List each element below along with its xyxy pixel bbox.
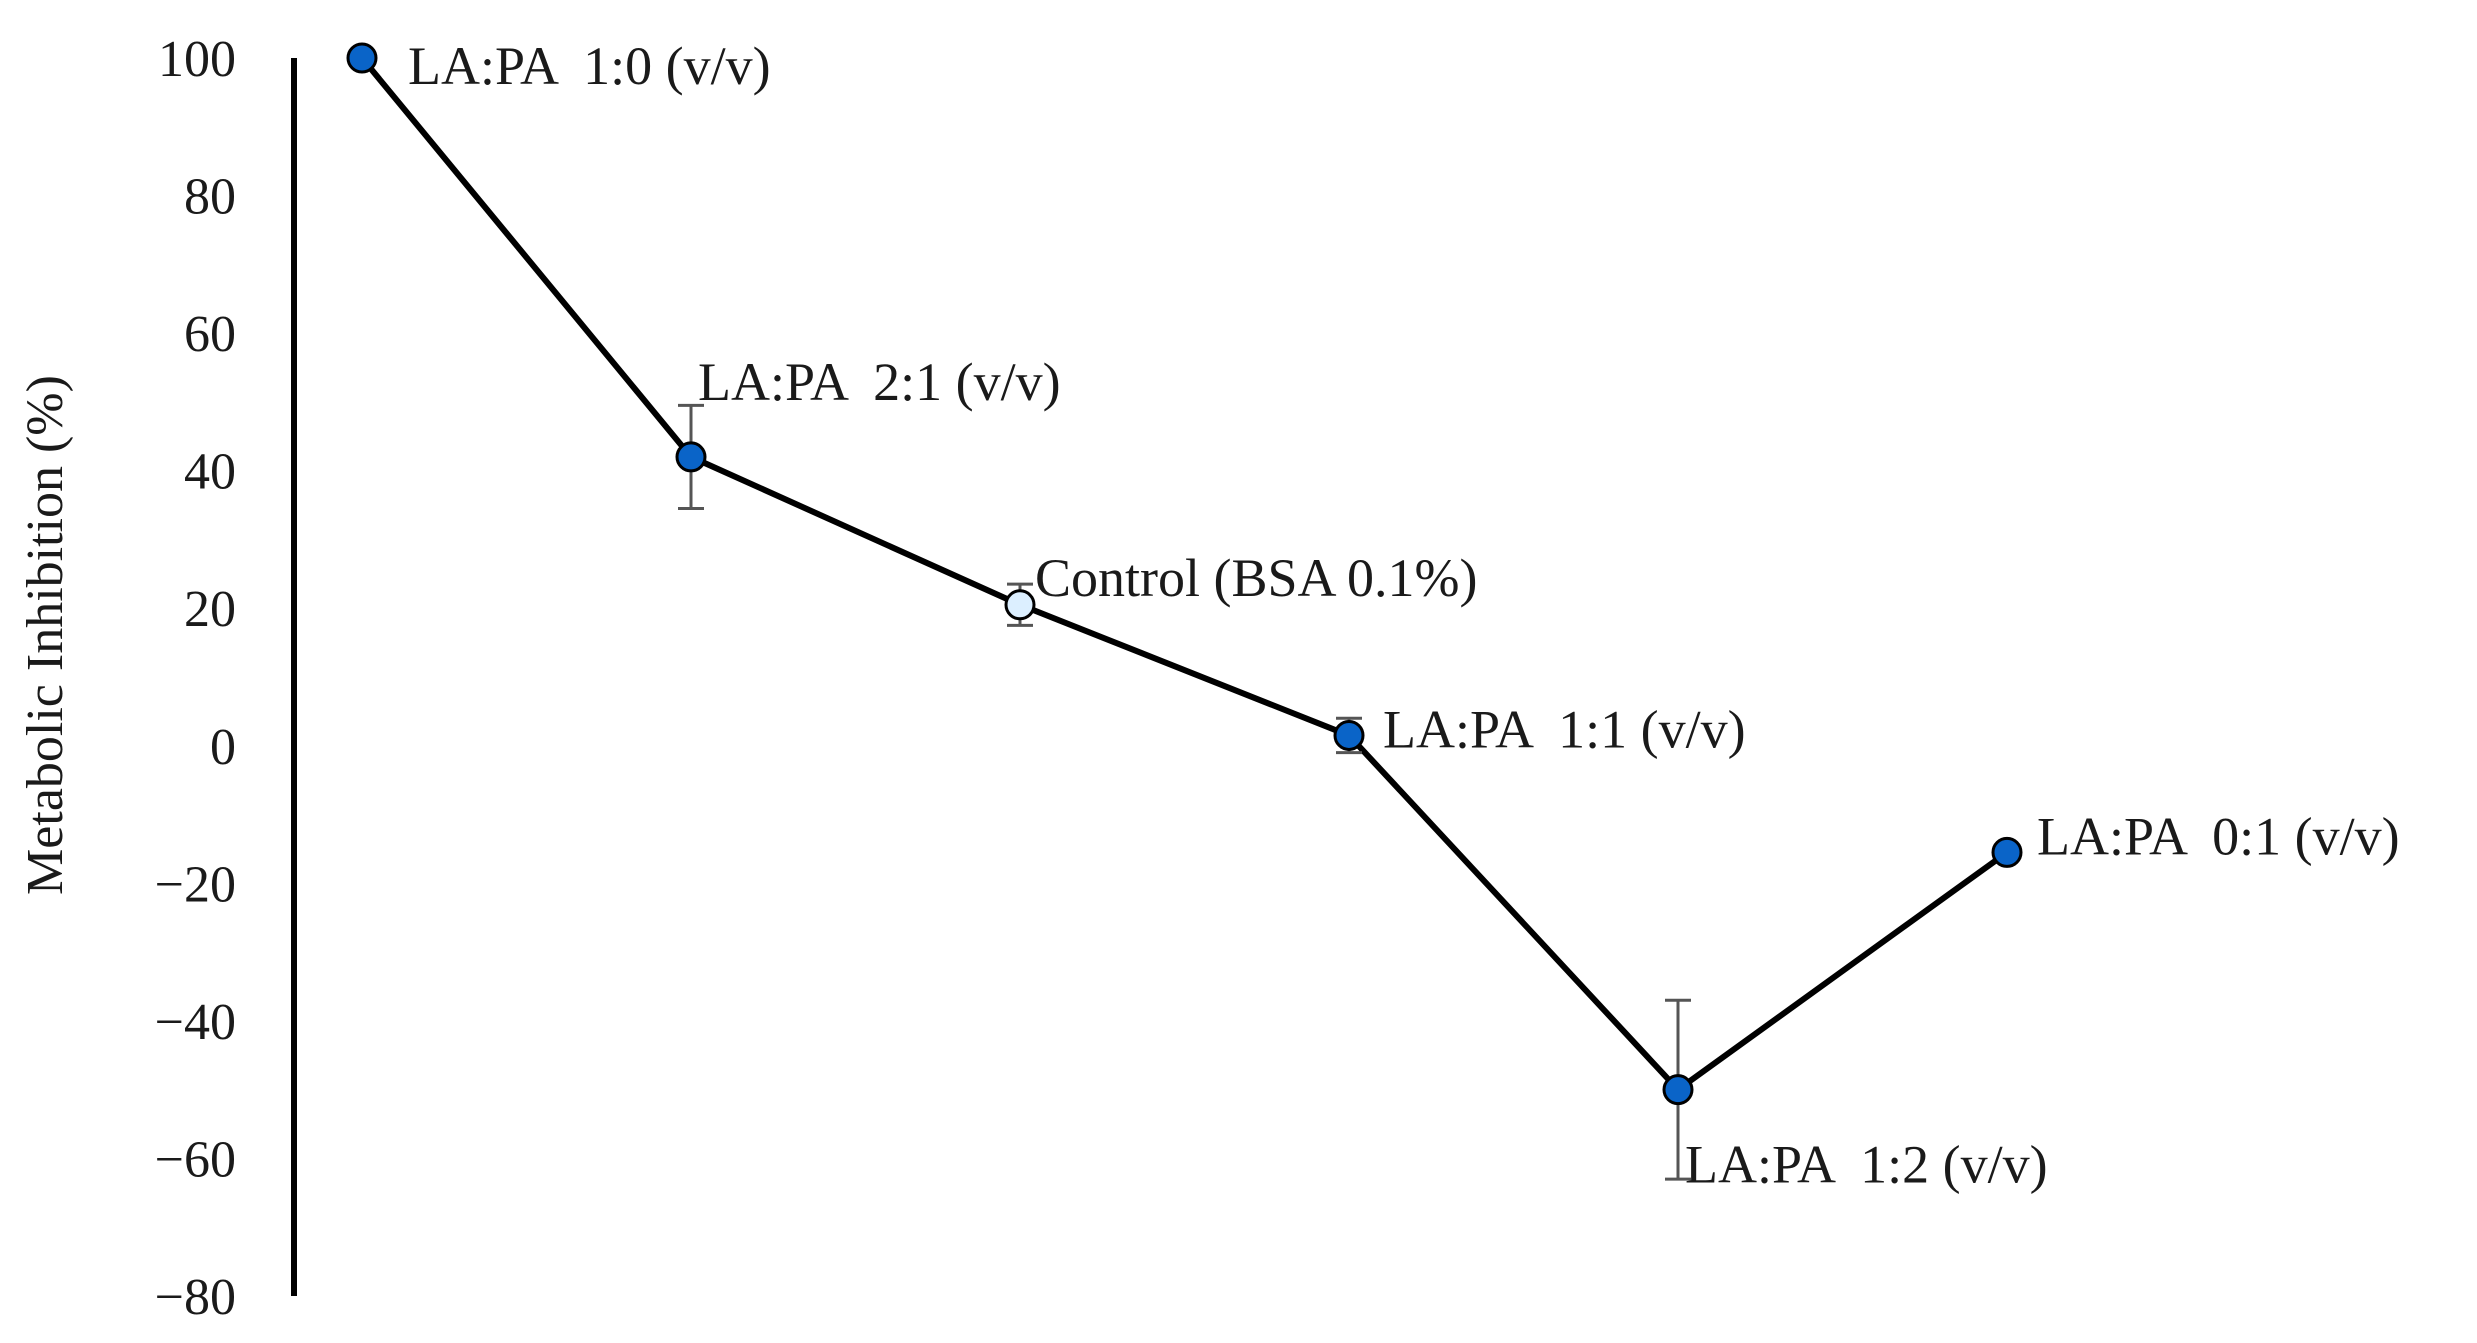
- point-label: LA:PA 1:0 (v/v): [408, 36, 771, 96]
- data-point-marker: [1662, 1074, 1694, 1106]
- series-line: [359, 56, 2009, 1094]
- point-label: LA:PA 0:1 (v/v): [2037, 806, 2400, 866]
- y-tick-label: 80: [184, 169, 236, 226]
- control-point-marker: [1004, 589, 1036, 621]
- y-tick-label: −60: [155, 1131, 236, 1188]
- y-tick-label: 20: [184, 581, 236, 638]
- point-label: LA:PA 1:1 (v/v): [1383, 699, 1746, 759]
- y-tick-label: 0: [210, 719, 236, 776]
- y-tick-labels: 100 80 60 40 20 0 −20 −40 −60 −80: [155, 31, 236, 1326]
- y-tick-label: −80: [155, 1269, 236, 1326]
- y-tick-label: 100: [158, 31, 236, 88]
- point-label: LA:PA 2:1 (v/v): [698, 352, 1061, 412]
- data-point-marker: [1991, 836, 2023, 868]
- data-point-marker: [1333, 719, 1365, 751]
- point-label: Control (BSA 0.1%): [1035, 548, 1478, 608]
- y-tick-label: 60: [184, 306, 236, 363]
- y-tick-label: −20: [155, 856, 236, 913]
- y-tick-label: 40: [184, 444, 236, 501]
- y-tick-label: −40: [155, 994, 236, 1051]
- markers-group: [346, 42, 2023, 1106]
- y-axis-title: Metabolic Inhibition (%): [17, 375, 74, 895]
- point-labels-group: LA:PA 1:0 (v/v) LA:PA 2:1 (v/v) Control (B…: [408, 36, 2400, 1195]
- point-label: LA:PA 1:2 (v/v): [1685, 1135, 2048, 1195]
- data-point-marker: [675, 441, 707, 473]
- data-point-marker: [346, 42, 378, 74]
- series-line-group: [359, 56, 2009, 1094]
